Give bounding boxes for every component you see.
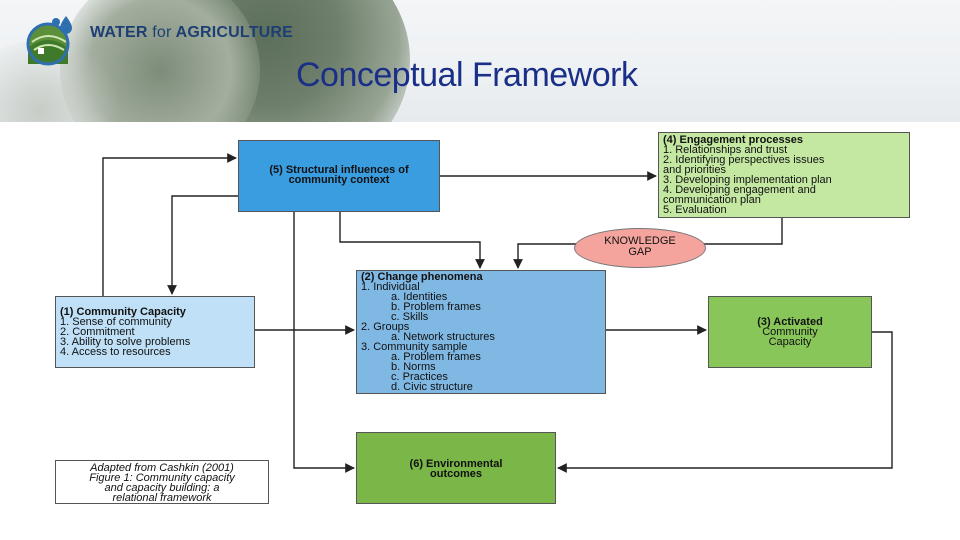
source-citation-box: Adapted from Cashkin (2001) Figure 1: Co… [55, 460, 269, 504]
arrow-structural-to-capacity [167, 195, 238, 295]
change-subitem: c. Practices [391, 371, 448, 383]
engagement-item: communication plan [663, 194, 761, 206]
change-subitem: d. Civic structure [391, 381, 473, 393]
community-capacity-item: 1. Sense of community [60, 316, 172, 328]
brand-word-water: WATER [90, 24, 148, 41]
change-item: 1. Individual [361, 281, 420, 293]
change-item: 2. Groups [361, 321, 410, 333]
activated-line-2: Community [762, 326, 818, 338]
environmental-line-2: outcomes [430, 468, 482, 480]
source-line-1: Adapted from Cashkin (2001) [90, 462, 234, 474]
engagement-item: 1. Relationships and trust [663, 144, 788, 156]
arrow-activated-to-environmental [557, 331, 893, 473]
community-capacity-box: (1) Community Capacity 1. Sense of commu… [55, 296, 255, 368]
change-subitem: b. Problem frames [391, 301, 481, 313]
change-subitem: a. Problem frames [391, 351, 481, 363]
engagement-item: 4. Developing engagement and [663, 184, 816, 196]
water-for-agriculture-logo [26, 16, 72, 66]
structural-line-2: community context [288, 174, 390, 186]
activated-line-3: Capacity [768, 336, 812, 348]
knowledge-gap-line-2: GAP [628, 246, 652, 258]
engagement-item: 2. Identifying perspectives issues [663, 154, 825, 166]
brand-wordmark: WATER for AGRICULTURE [90, 24, 293, 42]
brand-word-agriculture: AGRICULTURE [175, 24, 294, 41]
environmental-line-1: (6) Environmental [409, 458, 503, 470]
community-capacity-item: 4. Access to resources [60, 346, 171, 358]
knowledge-gap-line-1: KNOWLEDGE [604, 235, 676, 247]
change-phenomena-title: (2) Change phenomena [361, 271, 483, 283]
community-capacity-item: 2. Commitment [60, 326, 135, 338]
structural-line-1: (5) Structural influences of [269, 164, 409, 176]
change-phenomena-box: (2) Change phenomena 1. Individual a. Id… [356, 270, 606, 394]
activated-line-1: (3) Activated [757, 316, 823, 328]
engagement-processes-box: (4) Engagement processes 1. Relationship… [658, 132, 910, 218]
engagement-title: (4) Engagement processes [663, 134, 803, 146]
arrow-structural-to-environmental [293, 212, 355, 473]
change-subitem: b. Norms [391, 361, 436, 373]
community-capacity-title: (1) Community Capacity [60, 306, 186, 318]
arrow-capacity-to-structural [102, 153, 237, 296]
source-line-2: Figure 1: Community capacity [89, 472, 235, 484]
source-line-3: and capacity building: a [104, 482, 220, 494]
structural-influences-box: (5) Structural influences of community c… [238, 140, 440, 212]
engagement-item: 5. Evaluation [663, 204, 727, 216]
activated-capacity-box: (3) Activated Community Capacity [708, 296, 872, 368]
change-subitem: c. Skills [391, 311, 429, 323]
engagement-item: 3. Developing implementation plan [663, 174, 832, 186]
community-capacity-item: 3. Ability to solve problems [60, 336, 191, 348]
knowledge-gap-ellipse: KNOWLEDGE GAP [574, 228, 706, 268]
engagement-item: and priorities [663, 164, 726, 176]
brand-word-for: for [152, 24, 172, 41]
environmental-outcomes-box: (6) Environmental outcomes [356, 432, 556, 504]
source-line-4: relational framework [112, 492, 212, 504]
change-item: 3. Community sample [361, 341, 468, 353]
arrow-structural-to-change [339, 212, 485, 269]
change-subitem: a. Network structures [391, 331, 495, 343]
slide-title: Conceptual Framework [296, 56, 638, 94]
change-subitem: a. Identities [391, 291, 448, 303]
